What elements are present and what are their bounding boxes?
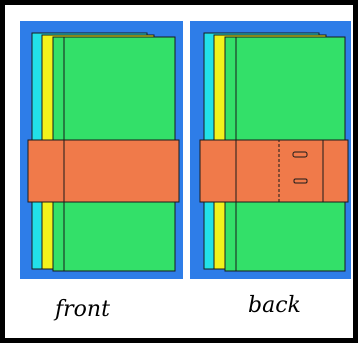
- back-slot-lower: [293, 178, 308, 184]
- back-slot-upper: [292, 151, 308, 158]
- back-band: [199, 139, 349, 203]
- front-band: [27, 139, 180, 203]
- back-illustration-panel: [190, 21, 351, 279]
- front-booklet-illustration: [20, 21, 183, 279]
- front-caption: front: [55, 297, 110, 322]
- back-booklet-illustration: [190, 21, 351, 279]
- front-illustration-panel: [20, 21, 183, 279]
- back-caption: back: [248, 293, 301, 318]
